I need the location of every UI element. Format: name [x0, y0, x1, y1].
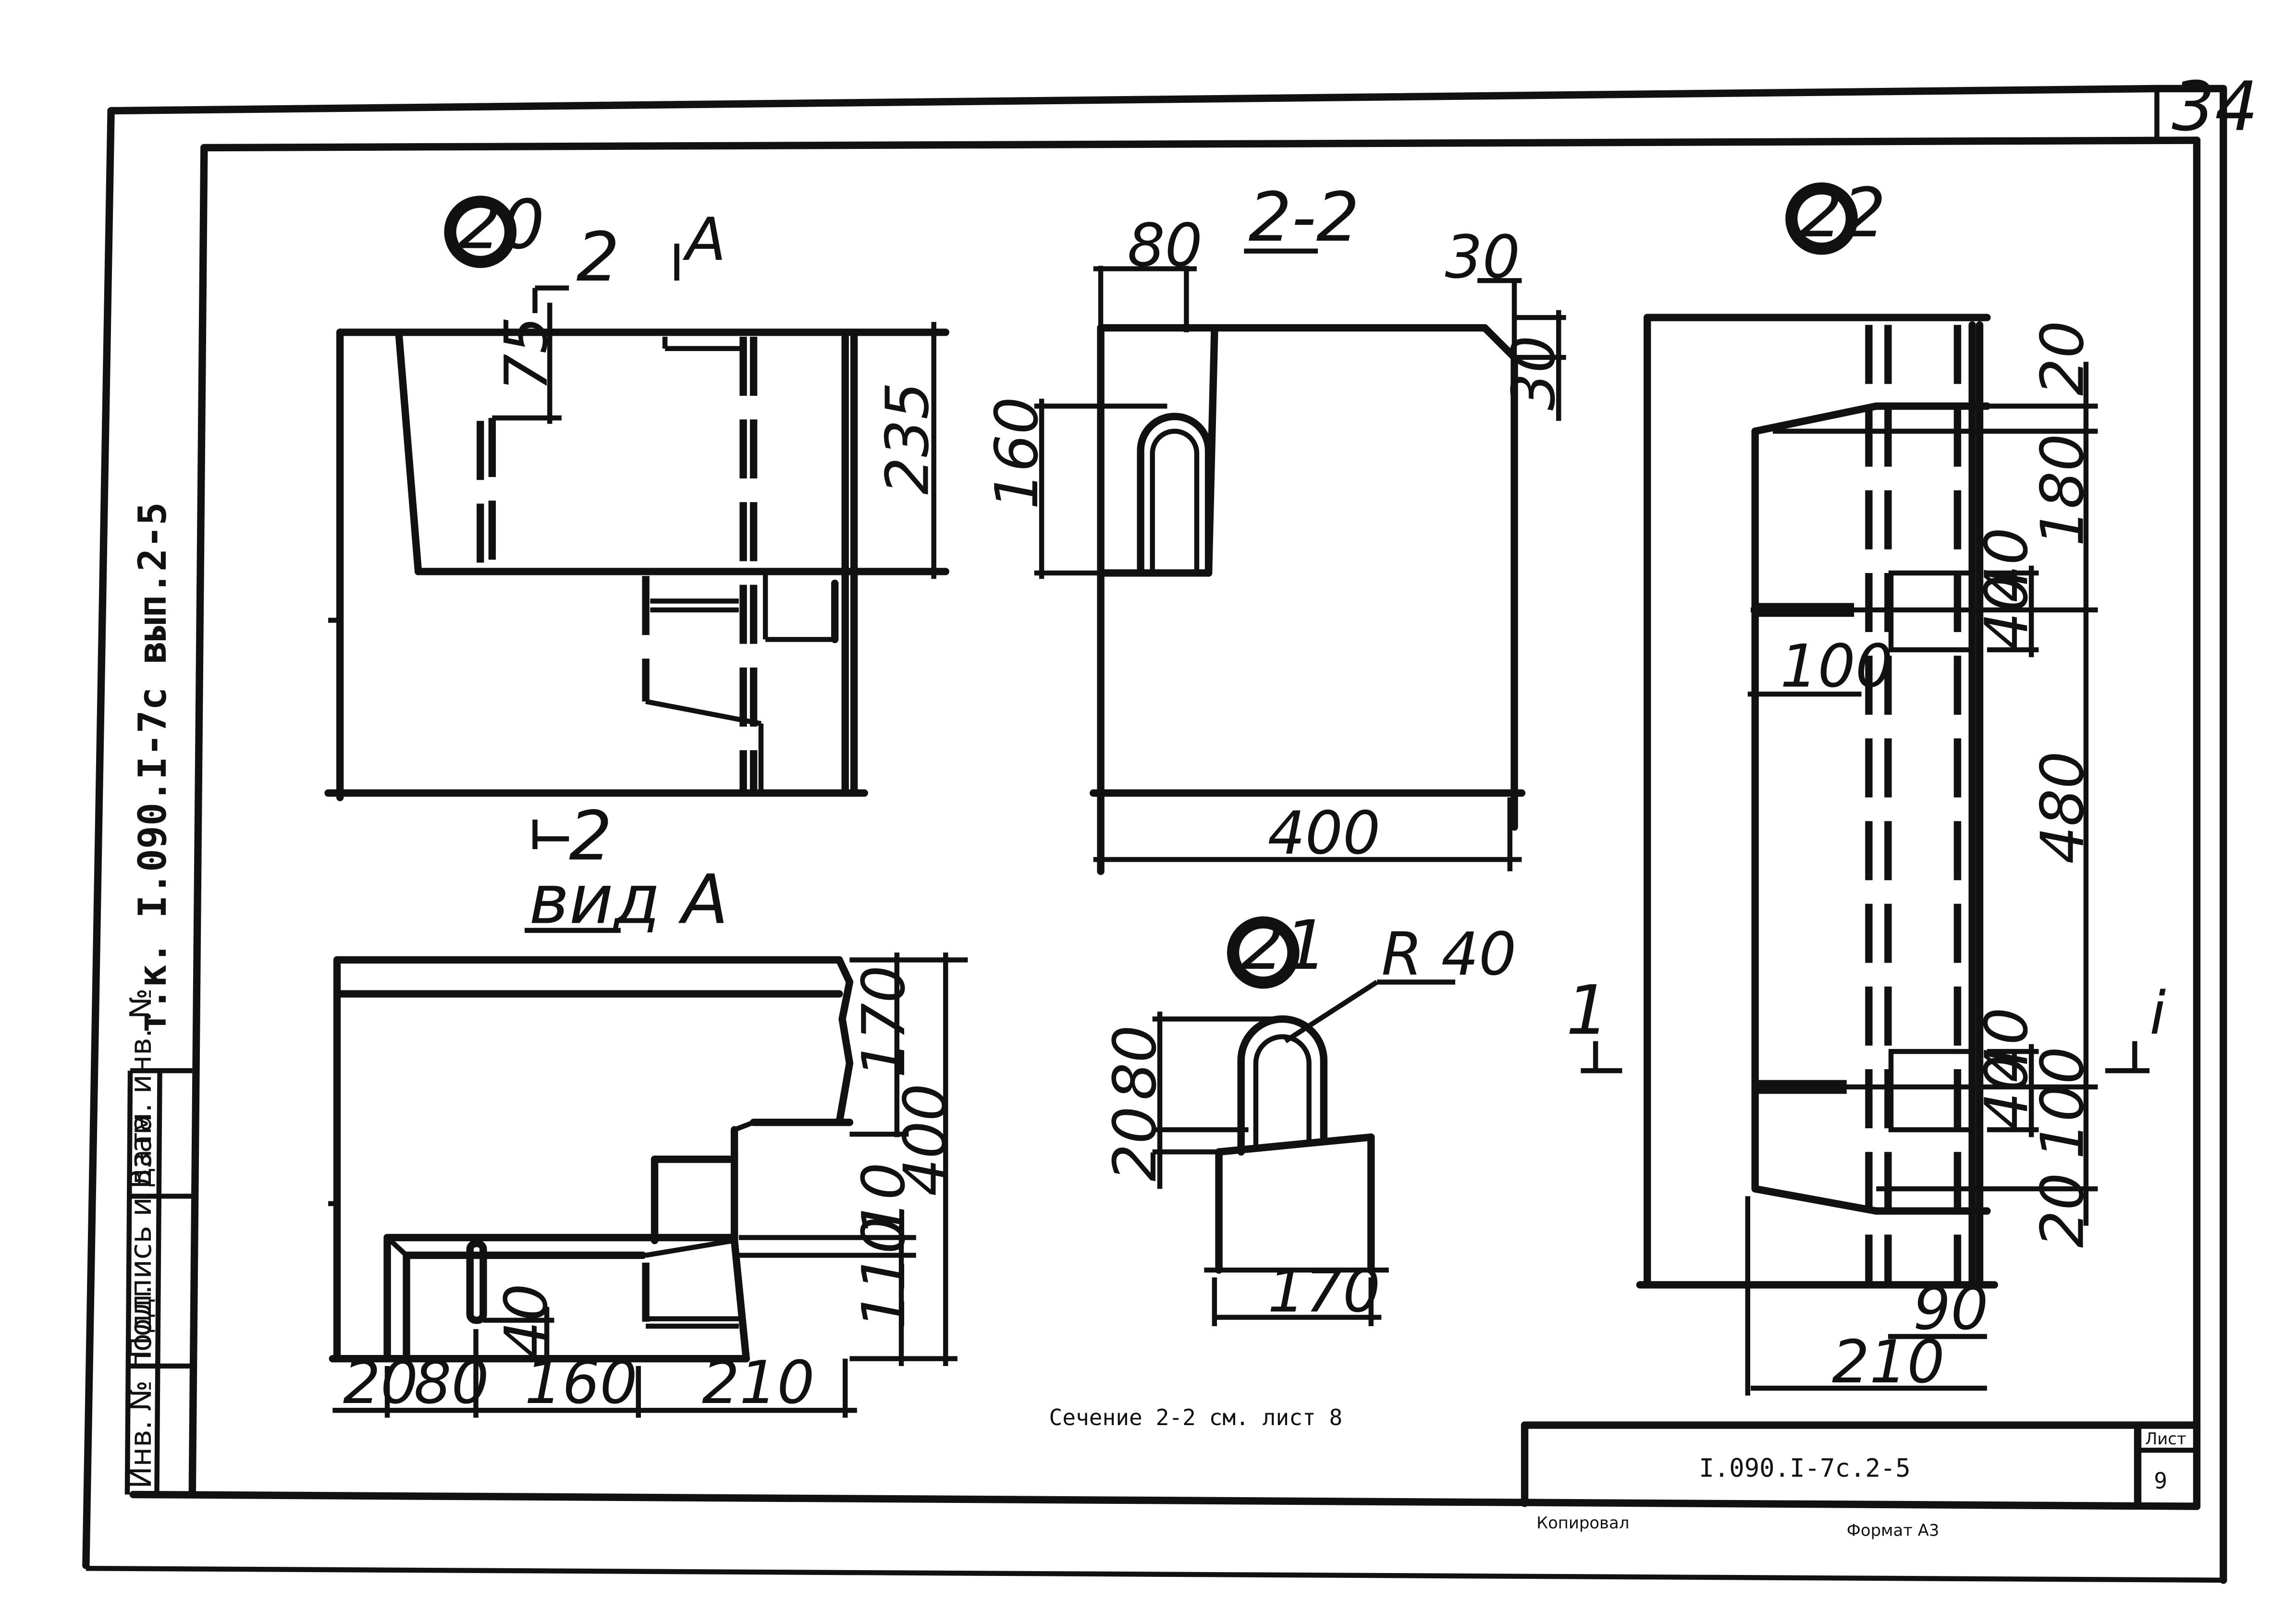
dim-235: 235 [873, 382, 942, 495]
sheet-frame [82, 85, 2227, 1584]
view-mark-a: А [682, 206, 726, 274]
view-a-title: вид А [529, 861, 728, 940]
node-21-view [1152, 916, 1456, 1327]
view-a [328, 927, 968, 1418]
side-doc-label: т.к. I.090.I-7с вып.2-5 [130, 502, 175, 1034]
dim-80-view-a: 80 [414, 1349, 489, 1417]
doc-code: I.090.I-7с.2-5 [1699, 1454, 1910, 1483]
sheet-number: 9 [2154, 1468, 2167, 1494]
section-2-2-view [1034, 248, 1566, 875]
stamp-cell-replace: Взам. инв. № [123, 988, 158, 1189]
dim-100-lower-node22: 100 [2029, 1047, 2098, 1159]
dim-75: 75 [492, 316, 561, 391]
dim-180-node22: 180 [2029, 434, 2098, 547]
dim-40-b-node22: 40 [1973, 574, 2041, 649]
dim-480-node22: 480 [2029, 751, 2098, 864]
section-mark-2-top: 2 [577, 218, 620, 297]
section-2-2-title: 2-2 [1249, 178, 1360, 257]
dim-210-view-a: 210 [702, 1349, 815, 1417]
dim-20-node21: 20 [1101, 1106, 1170, 1181]
node-20-view [324, 195, 949, 849]
section-mark-2-bottom: 2 [569, 797, 612, 876]
page-corner-number: 34 [2172, 68, 2258, 146]
dim-100-node22: 100 [1780, 633, 1893, 701]
title-block [1521, 1421, 2201, 1507]
dim-210-node22: 210 [1832, 1328, 1945, 1397]
stamp-cell-inv: Инв. № подл. [123, 1285, 158, 1489]
node-22-view [1581, 182, 2150, 1396]
dim-80-section: 80 [1127, 211, 1202, 280]
dim-80-node21: 80 [1101, 1025, 1170, 1100]
dim-10-view-a: 10 [850, 1162, 919, 1237]
dim-40-a-node22: 40 [1973, 527, 2041, 602]
dim-400-view-a: 400 [891, 1084, 960, 1196]
dim-40-view-a: 40 [492, 1283, 561, 1358]
stamp-cell-sign: Подпись и дата [123, 1114, 158, 1358]
section-note: Сечение 2-2 см. лист 8 [1049, 1404, 1343, 1430]
dim-170-node21: 170 [1268, 1257, 1381, 1326]
node-20-marker: 20 [458, 186, 545, 265]
section-mark-1-left: 1 [1566, 971, 1609, 1050]
dim-30-top: 30 [1445, 223, 1520, 292]
footer-format: Формат А3 [1847, 1521, 1940, 1540]
dim-110-view-a: 110 [850, 1216, 919, 1329]
dim-90-node22: 90 [1913, 1275, 1988, 1343]
dim-r40: R 40 [1381, 920, 1516, 989]
dim-30-side: 30 [1500, 335, 1569, 410]
approval-stamp-strip [124, 1068, 193, 1495]
dim-40-d-node22: 40 [1973, 1055, 2041, 1130]
dim-20-view-a: 20 [343, 1349, 418, 1417]
dim-160-view-a: 160 [525, 1349, 638, 1417]
dim-400-section: 400 [1268, 799, 1381, 868]
node-22-marker: 22 [1799, 174, 1886, 253]
dim-40-c-node22: 40 [1973, 1007, 2041, 1082]
section-mark-1-right: i [2149, 979, 2166, 1048]
dim-160-section: 160 [983, 397, 1052, 510]
dim-20-top-node22: 20 [2029, 321, 2098, 396]
dim-170-view-a: 170 [850, 965, 919, 1078]
footer-copied: Копировал [1536, 1513, 1629, 1532]
dim-20-bottom-node22: 20 [2029, 1173, 2098, 1248]
node-21-marker: 21 [1241, 906, 1327, 985]
sheet-label: Лист [2145, 1429, 2186, 1448]
